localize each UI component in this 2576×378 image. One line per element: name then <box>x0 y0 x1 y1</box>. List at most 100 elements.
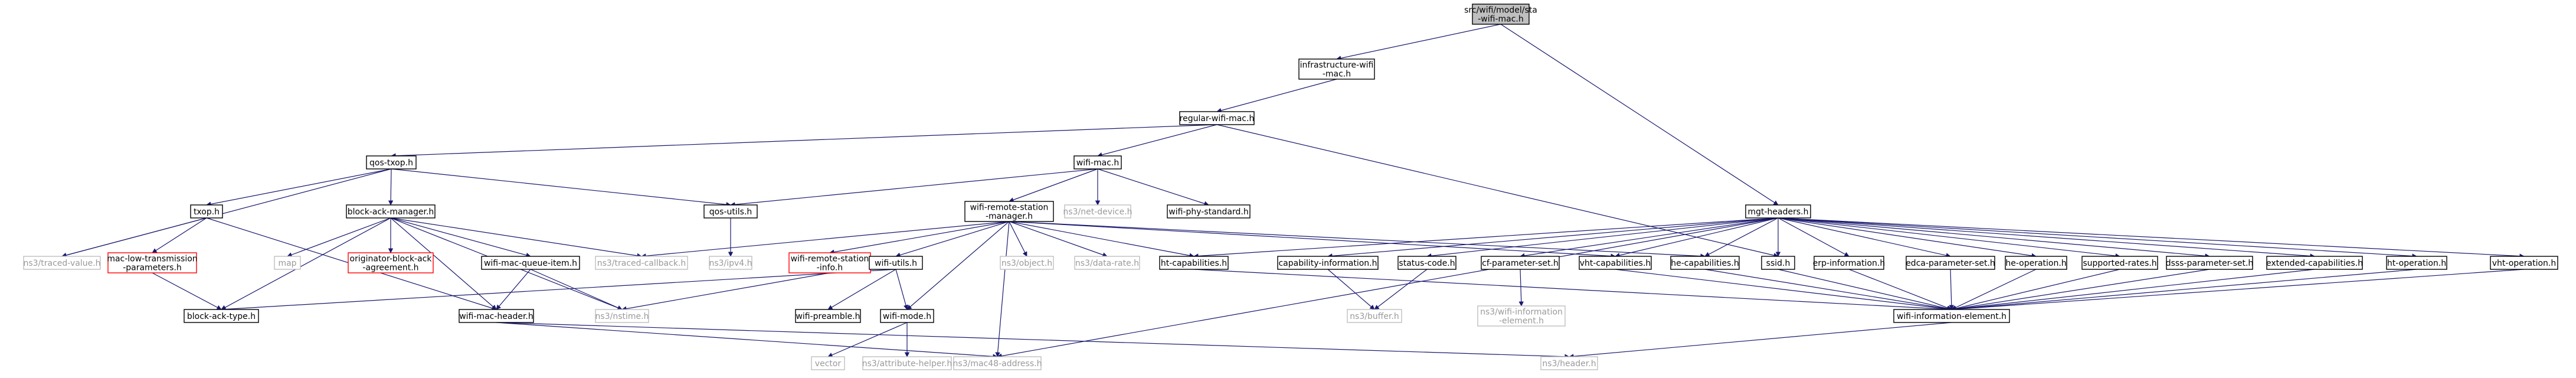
node-label: ns3/attribute-helper.h <box>862 359 953 369</box>
edge-root-to-mgt <box>1500 24 1779 206</box>
node-label: supported-rates.h <box>2083 259 2156 268</box>
node-label: extended-capabilities.h <box>2266 259 2363 268</box>
edge-wmh-to-nsheader <box>496 322 1570 359</box>
node-htcap[interactable]: ht-capabilities.h <box>1159 256 1229 270</box>
node-label: wifi-mac-queue-item.h <box>484 259 577 268</box>
node-htop[interactable]: ht-operation.h <box>2386 256 2447 270</box>
node-label: regular-wifi-mac.h <box>1180 114 1255 123</box>
node-box <box>795 309 861 323</box>
node-suprates[interactable]: supported-rates.h <box>2081 256 2158 270</box>
node-box <box>1179 111 1255 125</box>
edge-qostxop-to-qosutils <box>391 168 731 207</box>
node-box <box>595 309 649 323</box>
node-label: ns3/ipv4.h <box>709 259 752 268</box>
node-vhtop[interactable]: vht-operation.h <box>2490 256 2558 270</box>
node-erpinfo[interactable]: erp-information.h <box>1813 256 1885 270</box>
node-box <box>1397 256 1456 270</box>
node-wie[interactable]: wifi-information-element.h <box>1893 309 2010 323</box>
node-wifimode[interactable]: wifi-mode.h <box>880 309 934 323</box>
node-label: infrastructure-wifi <box>1300 61 1374 70</box>
node-box <box>1893 309 2010 323</box>
node-capinfo[interactable]: capability-information.h <box>1277 256 1379 270</box>
node-box <box>23 256 101 270</box>
node-mgt[interactable]: mgt-headers.h <box>1745 204 1811 219</box>
node-wifiutils[interactable]: wifi-utils.h <box>869 256 923 270</box>
node-box <box>184 309 259 323</box>
node-label: wifi-mac-header.h <box>459 312 533 321</box>
edge-bam-to-bat <box>221 217 391 310</box>
node-label: originator-block-ack <box>350 255 433 264</box>
node-regular[interactable]: regular-wifi-mac.h <box>1179 111 1255 125</box>
node-hecap[interactable]: he-capabilities.h <box>1670 256 1740 270</box>
node-box <box>1167 204 1251 219</box>
node-ssid[interactable]: ssid.h <box>1761 256 1795 270</box>
node-label: mgt-headers.h <box>1747 207 1808 217</box>
edge-extcap-to-wie <box>1951 269 2315 312</box>
node-box <box>1477 305 1566 327</box>
node-preamble[interactable]: wifi-preamble.h <box>795 309 861 323</box>
node-label: ns3/net-device.h <box>1063 207 1132 217</box>
node-wmh[interactable]: wifi-mac-header.h <box>459 309 534 323</box>
node-box <box>366 155 417 170</box>
edge-wifimode-to-vector <box>827 322 908 357</box>
node-oba[interactable]: originator-block-ack-agreement.h <box>348 252 434 273</box>
node-wrsi[interactable]: wifi-remote-station-info.h <box>788 252 871 273</box>
node-vector: vector <box>811 356 845 370</box>
edge-wrsm-to-htcap <box>1009 221 1194 258</box>
node-box <box>1472 4 1530 25</box>
node-box <box>869 256 923 270</box>
node-bam[interactable]: block-ack-manager.h <box>346 204 436 219</box>
node-statuscode[interactable]: status-code.h <box>1397 256 1456 270</box>
node-label: ht-operation.h <box>2387 259 2446 268</box>
edge-infra-to-regular <box>1216 79 1337 113</box>
node-vhtcap[interactable]: vht-capabilities.h <box>1579 256 1652 270</box>
node-root[interactable]: src/wifi/model/sta-wifi-mac.h <box>1464 4 1537 25</box>
edge-wrsm-to-wrsi <box>829 221 1010 255</box>
node-label: txop.h <box>194 207 220 217</box>
node-wifimac[interactable]: wifi-mac.h <box>1073 155 1122 170</box>
edge-bam-to-wmqi <box>390 217 531 258</box>
edge-mgt-to-heop <box>1778 217 2037 259</box>
node-infra[interactable]: infrastructure-wifi-mac.h <box>1298 58 1375 80</box>
node-edca[interactable]: edca-parameter-set.h <box>1906 256 1995 270</box>
edge-mgt-to-vhtcap <box>1615 217 1779 258</box>
edge-regular-to-qostxop <box>391 124 1217 158</box>
node-label: wifi-remote-station <box>970 203 1049 213</box>
node-physt[interactable]: wifi-phy-standard.h <box>1167 204 1251 219</box>
node-label: src/wifi/model/sta <box>1464 6 1537 15</box>
edge-mgt-to-htcap <box>1193 217 1779 259</box>
node-nstime: ns3/nstime.h <box>595 309 649 323</box>
edge-suprates-to-wie <box>1951 269 2120 311</box>
node-wmqi[interactable]: wifi-mac-queue-item.h <box>481 256 580 270</box>
edge-htop-to-wie <box>1951 269 2417 312</box>
node-extcap[interactable]: extended-capabilities.h <box>2266 256 2363 270</box>
node-bat[interactable]: block-ack-type.h <box>184 309 259 323</box>
node-nsheader: ns3/header.h <box>1540 356 1598 370</box>
node-qosutils[interactable]: qos-utils.h <box>703 204 758 219</box>
edge-htcap-to-wie <box>1193 269 1952 312</box>
node-cfparam[interactable]: cf-parameter-set.h <box>1481 256 1560 270</box>
node-label: he-capabilities.h <box>1671 259 1739 268</box>
node-label: wifi-mode.h <box>883 312 931 321</box>
node-qostxop[interactable]: qos-txop.h <box>366 155 417 170</box>
edge-wmqi-to-wmh <box>496 269 531 310</box>
edge-vhtop-to-wie <box>1951 269 2525 312</box>
node-mltp[interactable]: mac-low-transmission-parameters.h <box>107 252 198 273</box>
node-label: wifi-utils.h <box>875 259 917 268</box>
edge-edca-to-wie <box>1949 269 1954 310</box>
node-box <box>274 256 301 270</box>
node-label: -info.h <box>817 263 843 273</box>
node-heop[interactable]: he-operation.h <box>2005 256 2067 270</box>
node-label: block-ack-type.h <box>187 312 256 321</box>
node-label: ht-capabilities.h <box>1161 259 1227 268</box>
edge-mgt-to-hecap <box>1704 217 1779 257</box>
node-txop[interactable]: txop.h <box>190 204 223 219</box>
node-label: wifi-remote-station <box>791 255 869 264</box>
edge-wifimac-to-physt <box>1097 168 1209 206</box>
node-label: qos-utils.h <box>709 207 752 217</box>
node-dsss[interactable]: dsss-parameter-set.h <box>2166 256 2254 270</box>
node-box <box>1670 256 1740 270</box>
node-wrsm[interactable]: wifi-remote-station-manager.h <box>964 201 1054 222</box>
node-box <box>1761 256 1795 270</box>
